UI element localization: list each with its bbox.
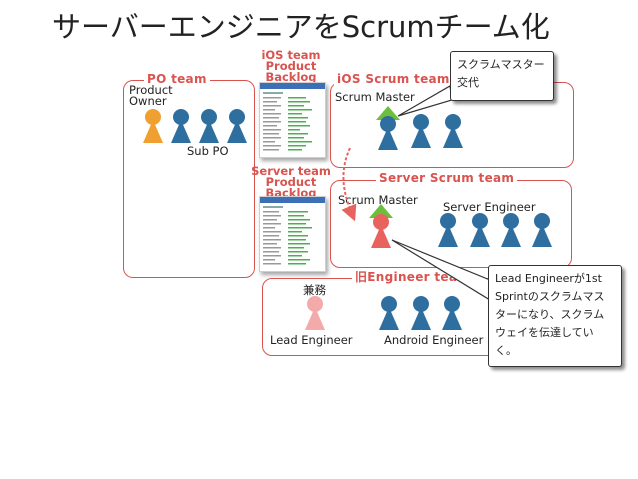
po-team-label: PO team [144, 72, 210, 86]
ios-backlog-title: iOS team Product Backlog [261, 48, 321, 84]
server-team-label: Server Scrum team [376, 171, 518, 185]
server-engineer-label: Server Engineer [443, 200, 536, 214]
server-scrum-master-label: Scrum Master [338, 193, 418, 207]
server-backlog-document [259, 196, 326, 272]
po-team-box [123, 80, 255, 278]
lead-engineer-label: Lead Engineer [270, 333, 353, 347]
ios-backlog-sheet [260, 83, 325, 151]
product-owner-label: Product Owner [129, 83, 173, 108]
android-engineer-label: Android Engineer [384, 333, 484, 347]
server-backlog-sheet [260, 197, 325, 265]
ios-team-label: iOS Scrum team [334, 72, 453, 86]
ios-backlog-document [259, 82, 326, 158]
scrum-master-change-callout: スクラムマスター 交代 [450, 51, 554, 101]
server-backlog-title: Server team Product Backlog [251, 164, 331, 200]
lead-engineer-callout: Lead Engineerが1st Sprintのスクラムマス ターになり、スク… [488, 265, 622, 367]
kenmu-label: 兼務 [303, 283, 326, 297]
sub-po-label: Sub PO [187, 144, 229, 158]
ios-scrum-master-label: Scrum Master [335, 90, 415, 104]
page-title: サーバーエンジニアをScrumチーム化 [52, 10, 550, 44]
old-engineer-team-label: 旧Engineer team [352, 268, 474, 285]
